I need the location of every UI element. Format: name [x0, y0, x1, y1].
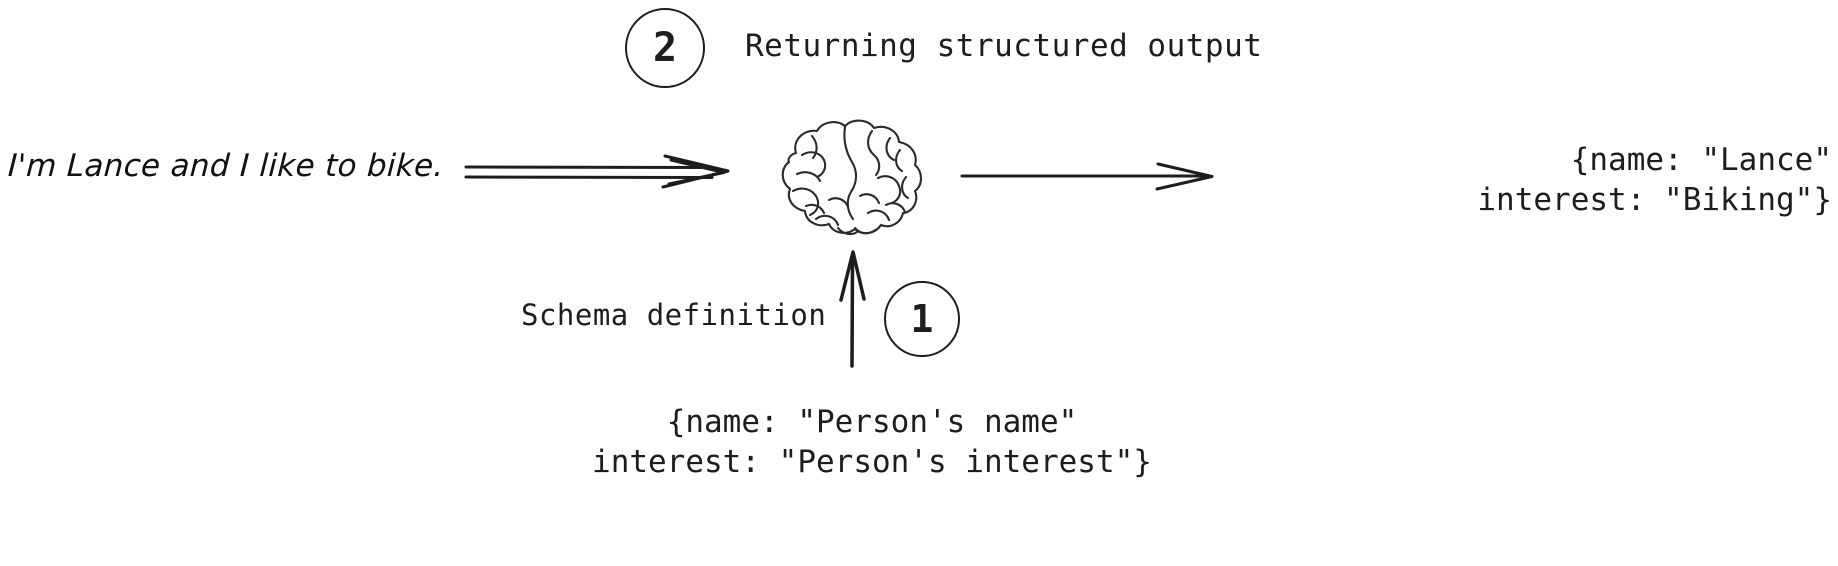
step-badge-1: 1: [884, 281, 960, 357]
output-line-interest: interest: "Biking"}: [1477, 182, 1832, 218]
schema-line-interest: interest: "Person's interest"}: [592, 444, 1152, 480]
caption-returning-structured-output: Returning structured output: [745, 28, 1263, 64]
schema-line-name: {name: "Person's name": [666, 404, 1078, 440]
output-line-name: {name: "Lance": [1570, 142, 1832, 178]
schema-definition-block: {name: "Person's name" interest: "Person…: [572, 402, 1172, 482]
structured-output-block: {name: "Lance" interest: "Biking"}: [1240, 140, 1832, 220]
caption-schema-definition: Schema definition: [521, 298, 827, 332]
brain-icon: [781, 119, 923, 236]
input-to-brain-arrow: [464, 154, 730, 189]
brain-to-output-arrow: [960, 162, 1214, 191]
step-badge-2: 2: [625, 8, 705, 88]
input-utterance-text: I'm Lance and I like to bike.: [7, 148, 445, 184]
schema-to-brain-arrow: [839, 250, 866, 368]
